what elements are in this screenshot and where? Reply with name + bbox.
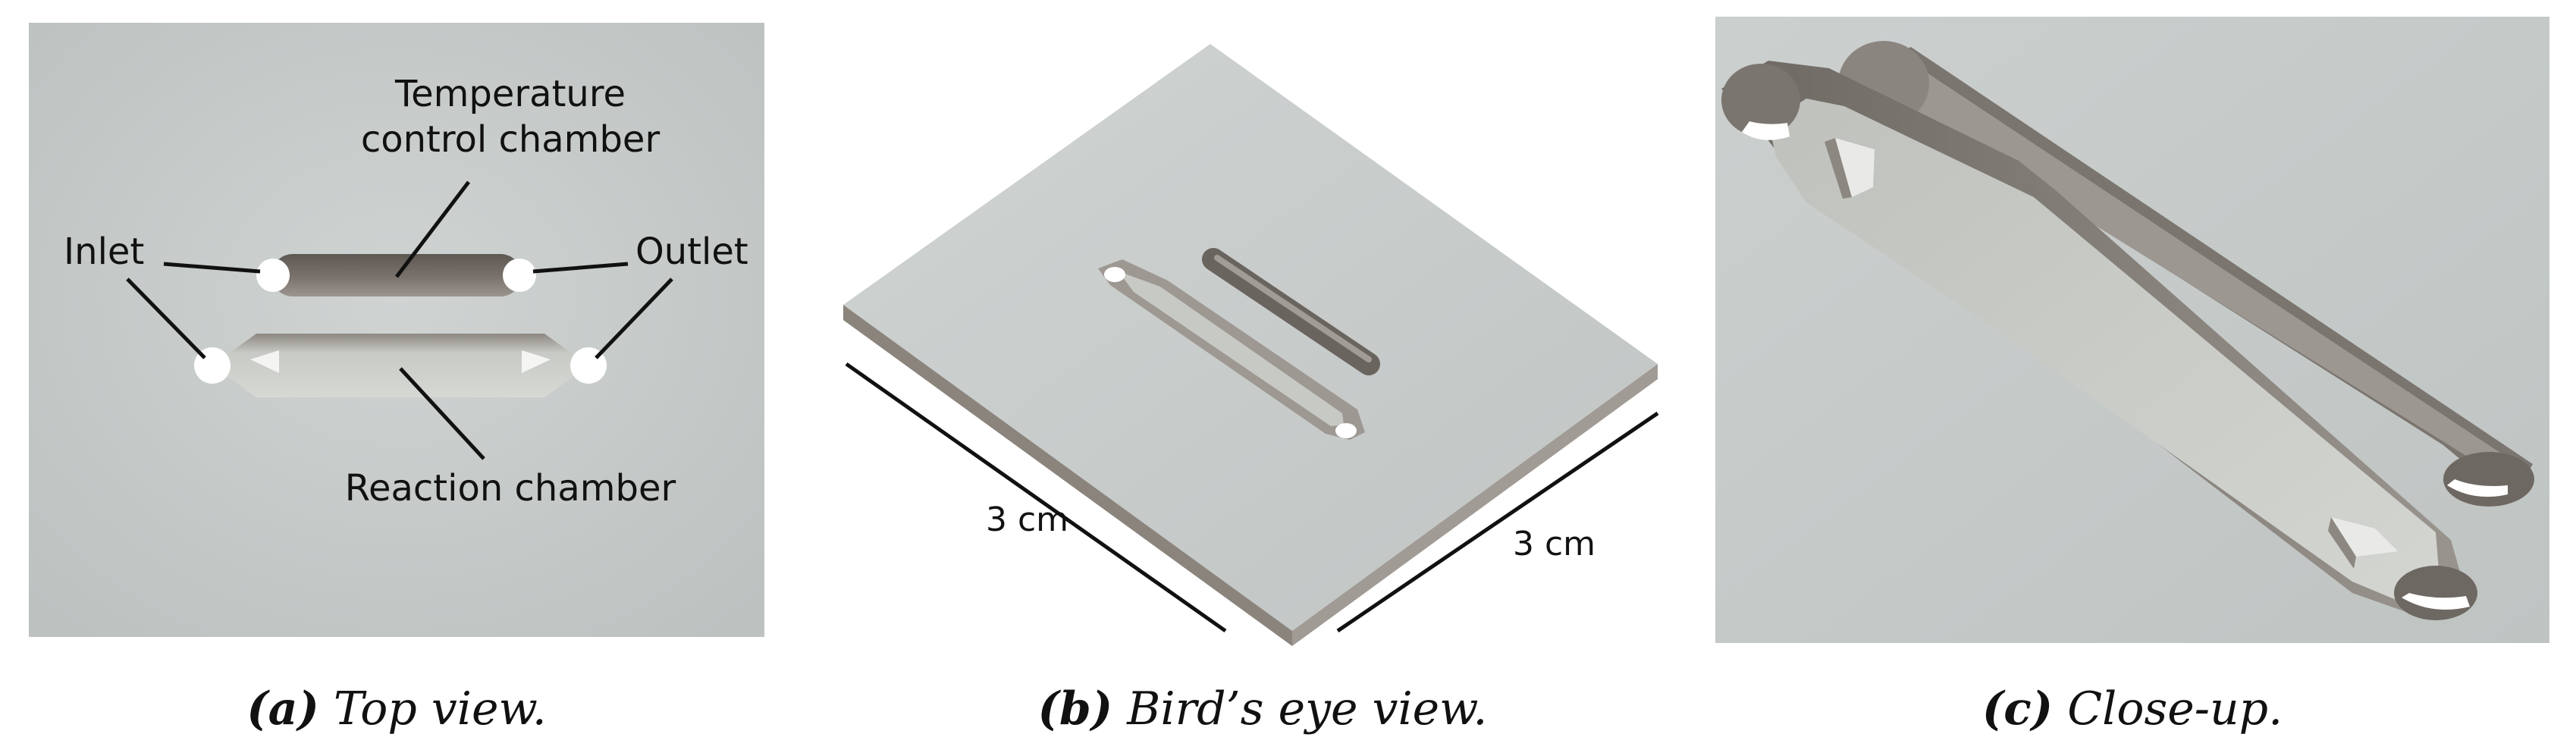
reaction-chamber-floor — [1768, 99, 2440, 601]
caption-c-tag: (c) — [1981, 682, 2054, 736]
reaction-slot-port-1 — [1104, 267, 1125, 282]
birds-eye-render: 3 cm 3 cm — [843, 44, 1659, 646]
reaction-chamber-end-top — [1721, 64, 1800, 136]
caption-a: (a) Top view. — [29, 679, 764, 739]
label-reaction-chamber: Reaction chamber — [345, 467, 676, 510]
chip-left-edge — [843, 305, 1292, 646]
caption-c: (c) Close-up. — [1715, 679, 2549, 739]
temperature-slot-highlight — [1214, 255, 1372, 362]
close-up-render — [1715, 17, 2549, 643]
temperature-channel-end-bottom — [2443, 452, 2534, 507]
temperature-inlet-port — [256, 259, 290, 292]
outlet-pillar-side — [2328, 517, 2356, 569]
panel-top-view: Temperature control chamber Inlet Outlet… — [29, 23, 764, 637]
top-view-render: Temperature control chamber Inlet Outlet… — [29, 23, 764, 637]
reaction-inlet-port — [1742, 121, 1790, 140]
caption-a-tag: (a) — [246, 682, 319, 736]
reaction-chamber-shape — [212, 334, 588, 397]
label-temperature-line2: control chamber — [361, 118, 660, 161]
leader-lines — [126, 180, 673, 460]
reaction-outlet-port — [2402, 593, 2470, 610]
caption-c-text: Close-up. — [2067, 682, 2283, 736]
caption-a-text: Top view. — [333, 682, 547, 736]
temperature-channel-bottom-port — [2447, 479, 2508, 497]
caption-b-tag: (b) — [1037, 682, 1113, 736]
panel-birds-eye-view: 3 cm 3 cm — [834, 30, 1691, 652]
reaction-slot-port-2 — [1335, 423, 1357, 438]
caption-b: (b) Bird’s eye view. — [834, 679, 1691, 739]
chip-right-edge — [1292, 364, 1658, 646]
label-temperature-line1: Temperature — [394, 73, 626, 115]
chip-background — [29, 23, 764, 637]
caption-b-text: Bird’s eye view. — [1127, 682, 1488, 736]
label-inlet: Inlet — [64, 231, 144, 273]
temperature-channel-side — [1878, 62, 2512, 479]
temperature-outlet-port — [503, 259, 536, 292]
dimension-label-right: 3 cm — [1513, 525, 1595, 563]
reaction-chamber-end-bottom — [2394, 566, 2477, 620]
outlet-pillar-top — [2331, 517, 2398, 557]
inlet-pillar-side — [1825, 138, 1852, 199]
panel-close-up — [1715, 17, 2549, 643]
dimension-label-left: 3 cm — [986, 500, 1068, 539]
label-outlet: Outlet — [635, 231, 748, 273]
outlet-pillar — [522, 350, 551, 373]
dimension-line-left — [845, 362, 1227, 633]
dimension-line-right — [1336, 411, 1659, 633]
temperature-slot — [1202, 248, 1380, 375]
inlet-pillar-top — [1835, 138, 1875, 197]
reaction-slot-floor — [1119, 271, 1344, 426]
inlet-pillar — [250, 350, 279, 373]
